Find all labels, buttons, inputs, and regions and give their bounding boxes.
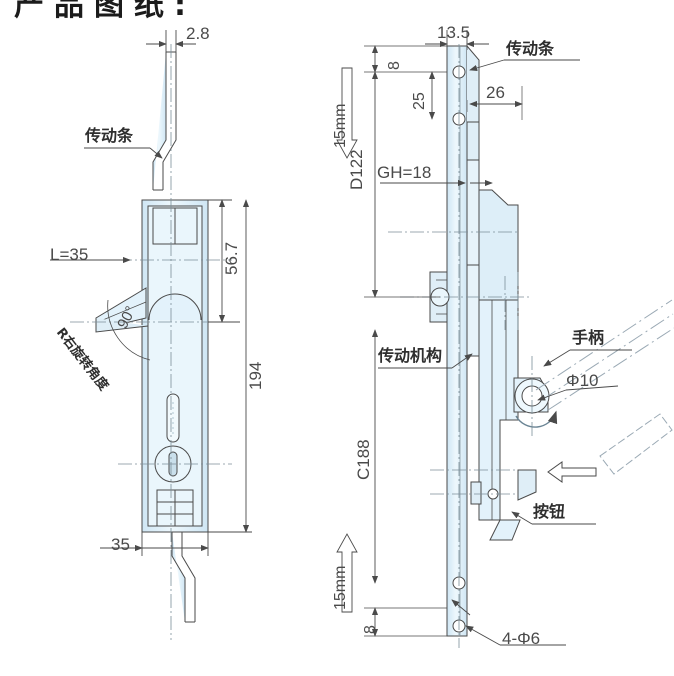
dim-thickness-2-8: 2.8 (186, 24, 210, 43)
dim-depth-26: 26 (486, 83, 505, 102)
side-view-geometry (388, 44, 674, 648)
annotation-drive-mechanism: 传动机构 (378, 346, 443, 365)
dim-hole-pitch-25: 25 (411, 92, 428, 110)
dim-mounting-holes-4-phi6: 4-Φ6 (502, 629, 541, 648)
dim-bottom-offset-8: 8 (362, 625, 379, 634)
dim-door-thickness-d122: D122 (347, 149, 366, 190)
annotation-drive-bar-side: 传动条 (506, 39, 555, 58)
dim-stroke-up-15mm: 15mm (332, 565, 349, 610)
dim-stroke-down-15mm: 15mm (332, 103, 349, 148)
dim-height-56-7: 56.7 (222, 241, 241, 275)
dim-top-offset-8: 8 (386, 61, 403, 70)
page-title: 产品图纸: (14, 0, 196, 23)
front-view-geometry (70, 44, 232, 640)
dim-grip-height-gh18: GH=18 (377, 163, 432, 182)
side-view-dimensions (336, 30, 632, 646)
dim-handle-length-l35: L=35 (50, 245, 89, 264)
dim-pivot-diameter-phi10: Φ10 (566, 371, 599, 390)
dim-center-dist-c188: C188 (354, 439, 373, 480)
annotation-drive-bar-top: 传动条 (85, 126, 134, 145)
dim-width-13-5: 13.5 (437, 23, 471, 42)
dim-width-35: 35 (111, 535, 130, 554)
front-view-dimensions (50, 30, 252, 556)
annotation-push-button: 按钮 (533, 502, 566, 521)
dim-height-194: 194 (246, 361, 265, 390)
annotation-handle: 手柄 (572, 328, 605, 347)
